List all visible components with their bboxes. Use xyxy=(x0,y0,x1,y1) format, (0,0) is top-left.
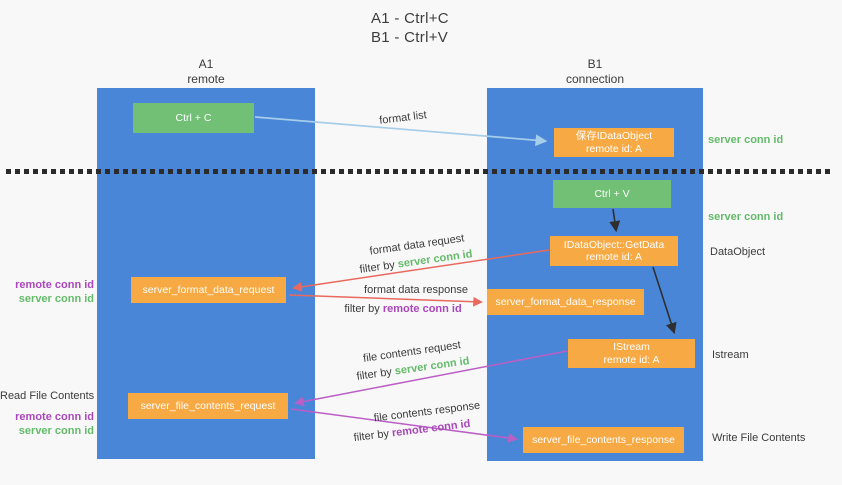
remote-conn-id-left-label-2: remote conn id xyxy=(15,411,94,423)
node-idataobject-getdata-line1: IDataObject::GetData xyxy=(563,238,665,251)
left-conn-id-block-1: remote conn id server conn id xyxy=(0,279,94,306)
node-server-format-data-response-label: server_format_data_response xyxy=(495,295,636,308)
read-file-contents-label: Read File Contents xyxy=(0,390,95,402)
write-file-contents-label: Write File Contents xyxy=(712,432,806,444)
node-ctrl-v: Ctrl + V xyxy=(553,180,671,208)
right-column-header: B1 connection xyxy=(487,57,703,87)
filter-by-remote-conn-id-label-2: filter by remote conn id xyxy=(353,418,471,444)
remote-conn-id-text: remote conn id xyxy=(391,417,471,440)
right-column-name: B1 xyxy=(587,57,603,71)
server-conn-id-left-label-1: server conn id xyxy=(18,292,94,305)
server-conn-id-right-label-1: server conn id xyxy=(708,134,784,146)
node-server-file-contents-response-label: server_file_contents_response xyxy=(531,433,675,446)
server-conn-id-left-label-2: server conn id xyxy=(18,424,94,437)
node-server-format-data-request: server_format_data_request xyxy=(131,277,286,303)
node-save-dataobject-line1: 保存IDataObject xyxy=(575,130,653,142)
format-data-response-label: format data response xyxy=(364,284,468,296)
right-column-role: connection xyxy=(565,72,625,86)
dataobject-label: DataObject xyxy=(710,246,766,258)
left-column-role: remote xyxy=(187,72,225,86)
format-list-label: format list xyxy=(378,109,428,127)
node-idataobject-getdata: IDataObject::GetData remote id: A xyxy=(550,236,678,266)
remote-conn-id-text: remote conn id xyxy=(382,303,462,315)
node-server-format-data-response: server_format_data_response xyxy=(487,289,644,315)
remote-conn-id-left-label-1: remote conn id xyxy=(15,279,94,291)
node-ctrl-c: Ctrl + C xyxy=(133,103,254,133)
node-save-dataobject-line2: remote id: A xyxy=(585,142,643,155)
node-idataobject-getdata-line2: remote id: A xyxy=(585,251,643,263)
node-save-dataobject: 保存IDataObject remote id: A xyxy=(554,128,674,157)
node-istream: IStream remote id: A xyxy=(568,339,695,368)
filter-by-remote-conn-id-label-1: filter by remote conn id xyxy=(344,303,461,315)
filter-by-text: filter by xyxy=(358,259,396,276)
node-server-file-contents-response: server_file_contents_response xyxy=(523,427,684,453)
node-istream-line1: IStream xyxy=(613,341,650,353)
left-column-header: A1 remote xyxy=(97,57,315,87)
node-istream-line2: remote id: A xyxy=(603,353,660,366)
node-server-file-contents-request: server_file_contents_request xyxy=(128,393,288,419)
left-column-name: A1 xyxy=(198,57,214,71)
node-ctrl-c-label: Ctrl + C xyxy=(175,111,212,124)
title-line-ctrl-c: A1 - Ctrl+C xyxy=(371,10,449,27)
filter-by-text: filter by xyxy=(353,427,390,445)
node-server-format-data-request-label: server_format_data_request xyxy=(142,283,275,296)
filter-by-text: filter by xyxy=(355,366,393,383)
dotted-divider-line xyxy=(6,169,834,174)
diagram-title: A1 - Ctrl+C B1 - Ctrl+V xyxy=(371,9,449,47)
format-data-response-arrow xyxy=(288,294,483,307)
node-ctrl-v-label: Ctrl + V xyxy=(594,187,630,200)
title-line-ctrl-v: B1 - Ctrl+V xyxy=(371,29,449,46)
server-conn-id-right-label-2: server conn id xyxy=(708,211,784,223)
left-conn-id-block-2: remote conn id server conn id xyxy=(0,411,94,438)
istream-side-label: Istream xyxy=(712,349,749,361)
node-server-file-contents-request-label: server_file_contents_request xyxy=(140,399,276,412)
filter-by-text: filter by xyxy=(344,303,380,315)
